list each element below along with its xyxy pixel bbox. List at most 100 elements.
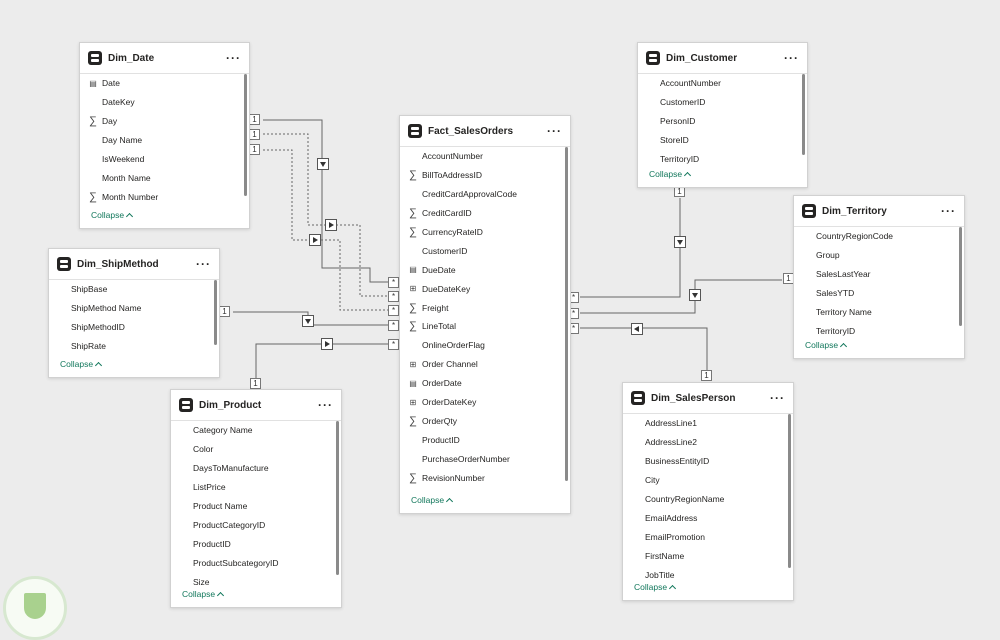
- field-row[interactable]: ∑OrderQty: [400, 411, 570, 430]
- field-row[interactable]: CustomerID: [638, 93, 807, 112]
- field-row[interactable]: ∑Day: [80, 112, 249, 131]
- field-row[interactable]: CountryRegionCode: [794, 227, 964, 246]
- more-options-button[interactable]: ···: [196, 257, 211, 271]
- filter-direction-down-icon[interactable]: [674, 236, 686, 248]
- field-row[interactable]: Day Name: [80, 131, 249, 150]
- field-row[interactable]: ∑BillToAddressID: [400, 166, 570, 185]
- field-row[interactable]: BusinessEntityID: [623, 452, 793, 471]
- field-row[interactable]: ∑RevisionNumber: [400, 468, 570, 487]
- collapse-button[interactable]: Collapse: [411, 495, 454, 506]
- more-options-button[interactable]: ···: [784, 51, 799, 65]
- scrollbar[interactable]: [214, 280, 217, 345]
- field-row[interactable]: IsWeekend: [80, 150, 249, 169]
- more-options-button[interactable]: ···: [226, 51, 241, 65]
- field-row[interactable]: ⊞Order Channel: [400, 355, 570, 374]
- field-row[interactable]: AccountNumber: [400, 147, 570, 166]
- field-row[interactable]: Category Name: [171, 421, 341, 440]
- table-card-fact-salesorders[interactable]: Fact_SalesOrders···AccountNumber∑BillToA…: [399, 115, 571, 514]
- field-row[interactable]: ⊞DueDateKey: [400, 279, 570, 298]
- filter-direction-down-icon[interactable]: [689, 289, 701, 301]
- field-row[interactable]: ProductID: [171, 534, 341, 553]
- field-row[interactable]: TerritoryID: [794, 321, 964, 336]
- table-header[interactable]: Dim_Date···: [80, 43, 249, 74]
- collapse-button[interactable]: Collapse: [182, 589, 225, 600]
- field-row[interactable]: Product Name: [171, 497, 341, 516]
- field-row[interactable]: ▤Date: [80, 74, 249, 93]
- field-row[interactable]: ShipMethod Name: [49, 299, 219, 318]
- more-options-button[interactable]: ···: [941, 204, 956, 218]
- collapse-button[interactable]: Collapse: [91, 210, 134, 221]
- field-row[interactable]: Size: [171, 572, 341, 585]
- field-row[interactable]: CustomerID: [400, 241, 570, 260]
- field-row[interactable]: Territory Name: [794, 303, 964, 322]
- field-row[interactable]: TerritoryID: [638, 150, 807, 165]
- filter-direction-right-icon[interactable]: [321, 338, 333, 350]
- table-header[interactable]: Dim_Territory···: [794, 196, 964, 227]
- filter-direction-right-icon[interactable]: [309, 234, 321, 246]
- field-row[interactable]: ∑Freight: [400, 298, 570, 317]
- field-row[interactable]: ShipBase: [49, 280, 219, 299]
- field-row[interactable]: FirstName: [623, 546, 793, 565]
- more-options-button[interactable]: ···: [547, 124, 562, 138]
- collapse-button[interactable]: Collapse: [649, 169, 692, 180]
- scrollbar[interactable]: [788, 414, 791, 568]
- field-row[interactable]: ∑LineTotal: [400, 317, 570, 336]
- field-row[interactable]: DateKey: [80, 93, 249, 112]
- table-header[interactable]: Fact_SalesOrders···: [400, 116, 570, 147]
- field-row[interactable]: ∑CurrencyRateID: [400, 223, 570, 242]
- field-row[interactable]: ∑CreditCardID: [400, 204, 570, 223]
- filter-direction-down-icon[interactable]: [302, 315, 314, 327]
- field-row[interactable]: ProductID: [400, 430, 570, 449]
- collapse-button[interactable]: Collapse: [60, 359, 103, 370]
- field-row[interactable]: ▤OrderDate: [400, 374, 570, 393]
- collapse-button[interactable]: Collapse: [805, 340, 848, 351]
- field-row[interactable]: EmailAddress: [623, 508, 793, 527]
- field-row[interactable]: AddressLine1: [623, 414, 793, 433]
- table-header[interactable]: Dim_Customer···: [638, 43, 807, 74]
- field-row[interactable]: AccountNumber: [638, 74, 807, 93]
- field-row[interactable]: OnlineOrderFlag: [400, 336, 570, 355]
- field-row[interactable]: PersonID: [638, 112, 807, 131]
- scrollbar[interactable]: [802, 74, 805, 155]
- field-row[interactable]: City: [623, 471, 793, 490]
- field-row[interactable]: ▤DueDate: [400, 260, 570, 279]
- field-row[interactable]: PurchaseOrderNumber: [400, 449, 570, 468]
- filter-direction-left-icon[interactable]: [631, 323, 643, 335]
- field-row[interactable]: ProductSubcategoryID: [171, 553, 341, 572]
- table-header[interactable]: Dim_Product···: [171, 390, 341, 421]
- field-row[interactable]: Color: [171, 440, 341, 459]
- table-header[interactable]: Dim_ShipMethod···: [49, 249, 219, 280]
- scrollbar[interactable]: [336, 421, 339, 575]
- field-row[interactable]: ShipMethodID: [49, 318, 219, 337]
- field-row[interactable]: StoreID: [638, 131, 807, 150]
- filter-direction-down-icon[interactable]: [317, 158, 329, 170]
- field-row[interactable]: AddressLine2: [623, 433, 793, 452]
- more-options-button[interactable]: ···: [770, 391, 785, 405]
- field-row[interactable]: JobTitle: [623, 565, 793, 578]
- field-row[interactable]: ∑Month Number: [80, 187, 249, 206]
- table-header[interactable]: Dim_SalesPerson···: [623, 383, 793, 414]
- field-row[interactable]: DaysToManufacture: [171, 459, 341, 478]
- field-row[interactable]: SalesLastYear: [794, 265, 964, 284]
- field-row[interactable]: ⊞OrderDateKey: [400, 393, 570, 412]
- filter-direction-right-icon[interactable]: [325, 219, 337, 231]
- field-row[interactable]: ShipRate: [49, 337, 219, 355]
- scrollbar[interactable]: [959, 227, 962, 326]
- more-options-button[interactable]: ···: [318, 398, 333, 412]
- field-row[interactable]: Month Name: [80, 168, 249, 187]
- scrollbar[interactable]: [244, 74, 247, 196]
- field-row[interactable]: CreditCardApprovalCode: [400, 185, 570, 204]
- field-row[interactable]: ListPrice: [171, 478, 341, 497]
